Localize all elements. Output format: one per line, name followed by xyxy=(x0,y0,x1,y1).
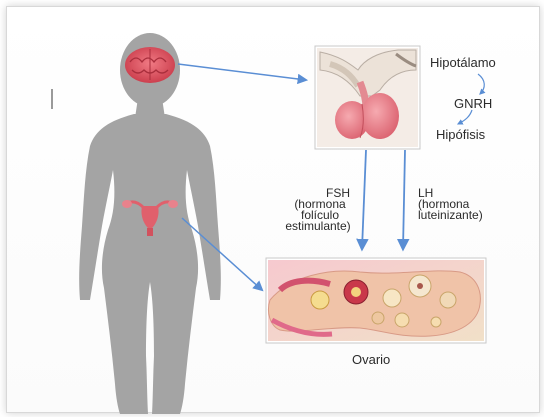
brain-shape xyxy=(125,47,175,83)
label-hypothalamus: Hipotálamo xyxy=(430,56,496,69)
label-gnrh: GNRH xyxy=(454,97,492,110)
lh-arrow xyxy=(403,150,405,249)
gnrh-to-pituitary-arrow xyxy=(458,110,472,124)
hypothalamus-to-gnrh-arrow xyxy=(478,74,484,94)
ovary-inset xyxy=(266,258,486,343)
label-fsh-desc-3: estimulante) xyxy=(276,221,360,232)
fsh-arrow xyxy=(362,150,366,249)
brain-to-pituitary-arrow xyxy=(178,64,306,80)
pituitary-inset xyxy=(315,46,420,149)
label-lh-desc-2: luteinizante) xyxy=(418,210,483,221)
label-pituitary: Hipófisis xyxy=(436,128,485,141)
label-ovary: Ovario xyxy=(352,353,390,366)
